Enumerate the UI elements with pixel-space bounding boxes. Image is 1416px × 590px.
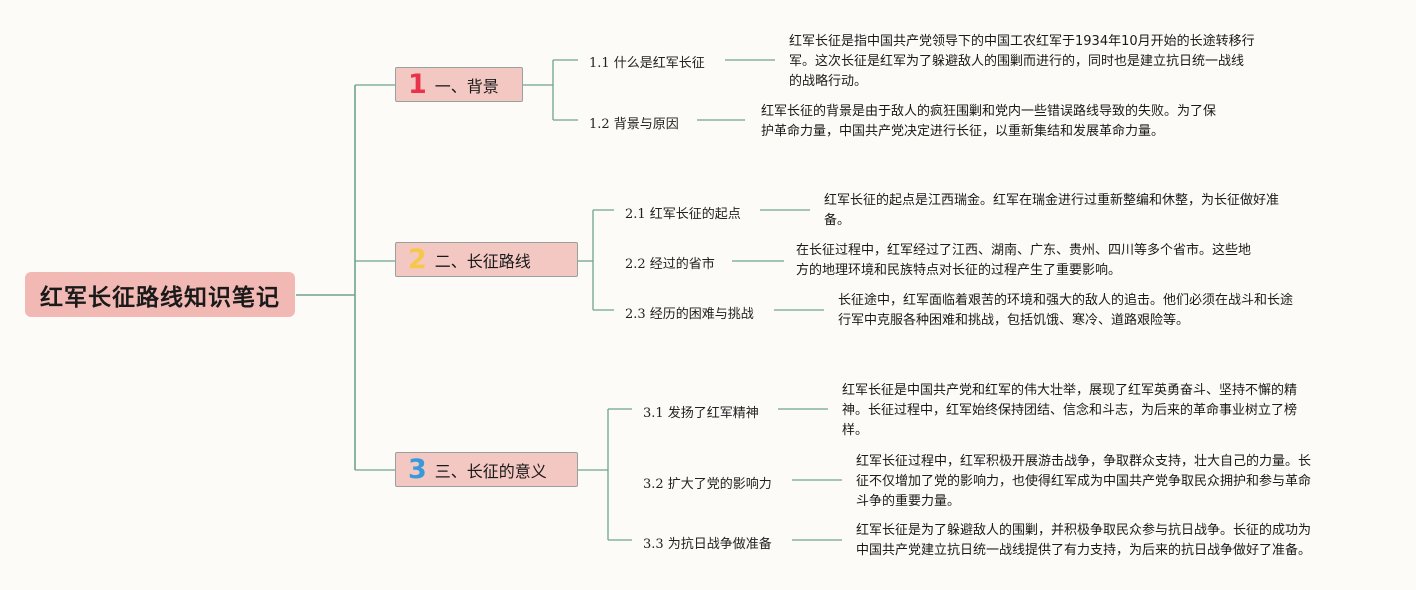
subtopic-2-1[interactable]: 2.1 红军长征的起点 [625,207,741,222]
desc-line: 红军长征过程中，红军积极开展游击战争，争取群众支持，壮大自己的力量。长 [856,454,1312,469]
description-1-2: 红军长征的背景是由于敌人的疯狂围剿和党内一些错误路线导致的失败。为了保 护革命力… [761,102,1216,142]
desc-line: 红军长征是指中国共产党领导下的中国工农红军于1934年10月开始的长途转移行 [789,34,1255,49]
description-2-3: 长征途中，红军面临着艰苦的环境和强大的敌人的追击。他们必须在战斗和长途 行军中克… [838,291,1293,331]
desc-line: 神。长征过程中，红军始终保持团结、信念和斗志，为后来的革命事业树立了榜 [842,403,1298,418]
branch-node-3[interactable]: 3 三、长征的意义 [395,452,578,487]
root-node-title[interactable]: 红军长征路线知识笔记 [25,272,295,317]
number-three-icon: 3 [408,454,427,485]
desc-line: 备。 [824,213,851,228]
branch-label: 二、长征路线 [434,251,531,271]
desc-line: 长征途中，红军面临着艰苦的环境和强大的敌人的追击。他们必须在战斗和长途 [838,293,1294,308]
desc-line: 征不仅增加了党的影响力，也使得红军成为中国共产党争取民众拥护和参与革命 [856,474,1312,489]
subtopic-3-3[interactable]: 3.3 为抗日战争做准备 [643,537,772,552]
desc-line: 军。这次长征是红军为了躲避敌人的围剿而进行的，同时也是建立抗日统一战线 [789,54,1245,69]
desc-line: 红军长征的起点是江西瑞金。红军在瑞金进行过重新整编和休整，为长征做好准 [824,193,1280,208]
subtopic-3-1[interactable]: 3.1 发扬了红军精神 [643,406,759,421]
description-2-2: 在长征过程中，红军经过了江西、湖南、广东、贵州、四川等多个省市。这些地 方的地理… [796,241,1251,281]
subtopic-1-1[interactable]: 1.1 什么是红军长征 [589,56,705,71]
branch-label: 一、背景 [434,76,499,96]
description-1-1: 红军长征是指中国共产党领导下的中国工农红军于1934年10月开始的长途转移行 军… [789,32,1255,92]
subtopic-1-2[interactable]: 1.2 背景与原因 [589,117,679,132]
desc-line: 中国共产党建立抗日统一战线提供了有力支持，为后来的抗日战争做好了准备。 [856,543,1312,558]
desc-line: 红军长征是中国共产党和红军的伟大壮举，展现了红军英勇奋斗、坚持不懈的精 [842,383,1298,398]
desc-line: 的战略行动。 [789,74,868,89]
branch-node-1[interactable]: 1 一、背景 [395,67,523,102]
description-3-1: 红军长征是中国共产党和红军的伟大壮举，展现了红军英勇奋斗、坚持不懈的精 神。长征… [842,381,1297,441]
desc-line: 方的地理环境和民族特点对长征的过程产生了重要影响。 [796,263,1122,278]
desc-line: 斗争的重要力量。 [856,494,961,509]
desc-line: 护革命力量，中国共产党决定进行长征，以重新集结和发展革命力量。 [761,124,1165,139]
number-one-icon: 1 [408,69,427,100]
description-3-3: 红军长征是为了躲避敌人的围剿，并积极争取民众参与抗日战争。长征的成功为 中国共产… [856,521,1311,561]
description-3-2: 红军长征过程中，红军积极开展游击战争，争取群众支持，壮大自己的力量。长 征不仅增… [856,452,1311,512]
desc-line: 在长征过程中，红军经过了江西、湖南、广东、贵州、四川等多个省市。这些地 [796,243,1252,258]
subtopic-3-2[interactable]: 3.2 扩大了党的影响力 [643,477,772,492]
desc-line: 行军中克服各种困难和挑战，包括饥饿、寒冷、道路艰险等。 [838,313,1190,328]
branch-label: 三、长征的意义 [434,461,547,481]
description-2-1: 红军长征的起点是江西瑞金。红军在瑞金进行过重新整编和休整，为长征做好准 备。 [824,191,1279,231]
desc-line: 红军长征是为了躲避敌人的围剿，并积极争取民众参与抗日战争。长征的成功为 [856,523,1312,538]
subtopic-2-2[interactable]: 2.2 经过的省市 [625,257,715,272]
number-two-icon: 2 [408,244,427,275]
branch-node-2[interactable]: 2 二、长征路线 [395,242,578,277]
desc-line: 样。 [842,423,869,438]
subtopic-2-3[interactable]: 2.3 经历的困难与挑战 [625,307,754,322]
desc-line: 红军长征的背景是由于敌人的疯狂围剿和党内一些错误路线导致的失败。为了保 [761,104,1217,119]
